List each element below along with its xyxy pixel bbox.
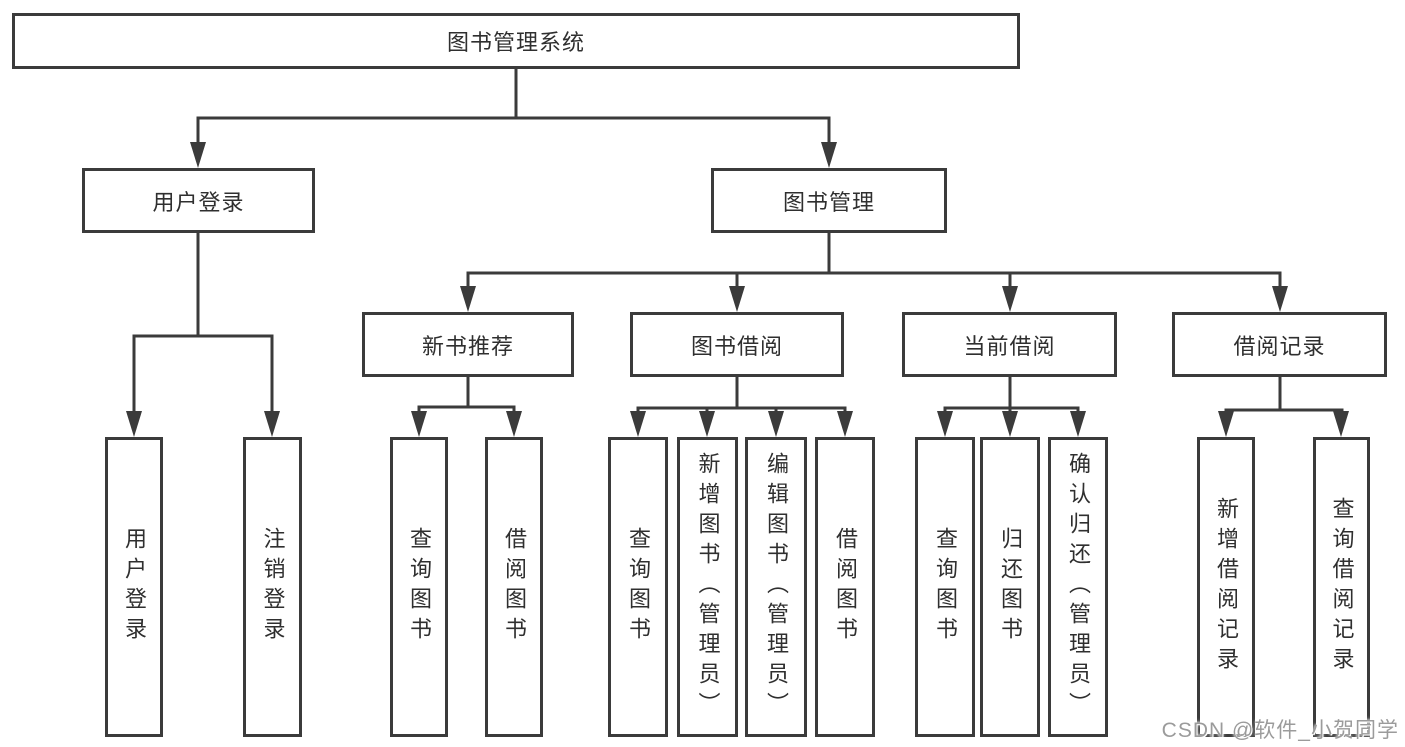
leaf-label: 确认归还（管理员）: [1066, 452, 1091, 722]
leaf-return-books: 归还图书: [980, 437, 1040, 737]
node-book-borrow: 图书借阅: [630, 312, 844, 377]
leaf-label: 用户登录: [122, 527, 147, 647]
leaf-label: 查询图书: [407, 527, 432, 647]
current-children-connector: [937, 377, 1086, 437]
node-book-management: 图书管理: [711, 168, 947, 233]
leaf-add-borrow-record: 新增借阅记录: [1197, 437, 1255, 737]
root-to-level2-connector: [190, 68, 837, 168]
leaf-label: 新增借阅记录: [1214, 497, 1239, 677]
leaf-query-books-newbook: 查询图书: [390, 437, 448, 737]
leaf-label: 查询借阅记录: [1329, 497, 1355, 677]
leaf-label: 注销登录: [260, 527, 286, 647]
leaf-user-login: 用户登录: [105, 437, 163, 737]
leaf-edit-books-admin: 编辑图书（管理员）: [745, 437, 807, 737]
csdn-watermark: CSDN @软件_小贺同学: [1161, 719, 1399, 742]
leaf-label: 编辑图书（管理员）: [764, 452, 789, 722]
leaf-borrow-books-newbook: 借阅图书: [485, 437, 543, 737]
leaf-query-books-current: 查询图书: [915, 437, 975, 737]
borrow-children-connector: [630, 377, 853, 437]
bookmgmt-to-level3-connector: [460, 233, 1288, 312]
leaf-label: 归还图书: [998, 527, 1023, 647]
leaf-query-borrow-record: 查询借阅记录: [1313, 437, 1370, 737]
node-new-book-recommend: 新书推荐: [362, 312, 574, 377]
node-current-borrow: 当前借阅: [902, 312, 1117, 377]
leaf-label: 查询图书: [626, 527, 651, 647]
node-user-login: 用户登录: [82, 168, 315, 233]
leaf-query-books-borrow: 查询图书: [608, 437, 668, 737]
leaf-logout: 注销登录: [243, 437, 302, 737]
userlogin-children-connector: [126, 232, 280, 437]
leaf-confirm-return-admin: 确认归还（管理员）: [1048, 437, 1108, 737]
leaf-label: 借阅图书: [502, 527, 527, 647]
leaf-label: 查询图书: [933, 527, 958, 647]
leaf-add-books-admin: 新增图书（管理员）: [677, 437, 738, 737]
node-library-management-system: 图书管理系统: [12, 13, 1020, 69]
leaf-label: 借阅图书: [833, 527, 858, 647]
newbook-children-connector: [411, 377, 522, 437]
leaf-label: 新增图书（管理员）: [695, 452, 721, 722]
node-borrow-records: 借阅记录: [1172, 312, 1387, 377]
records-children-connector: [1218, 377, 1349, 437]
leaf-borrow-books: 借阅图书: [815, 437, 875, 737]
